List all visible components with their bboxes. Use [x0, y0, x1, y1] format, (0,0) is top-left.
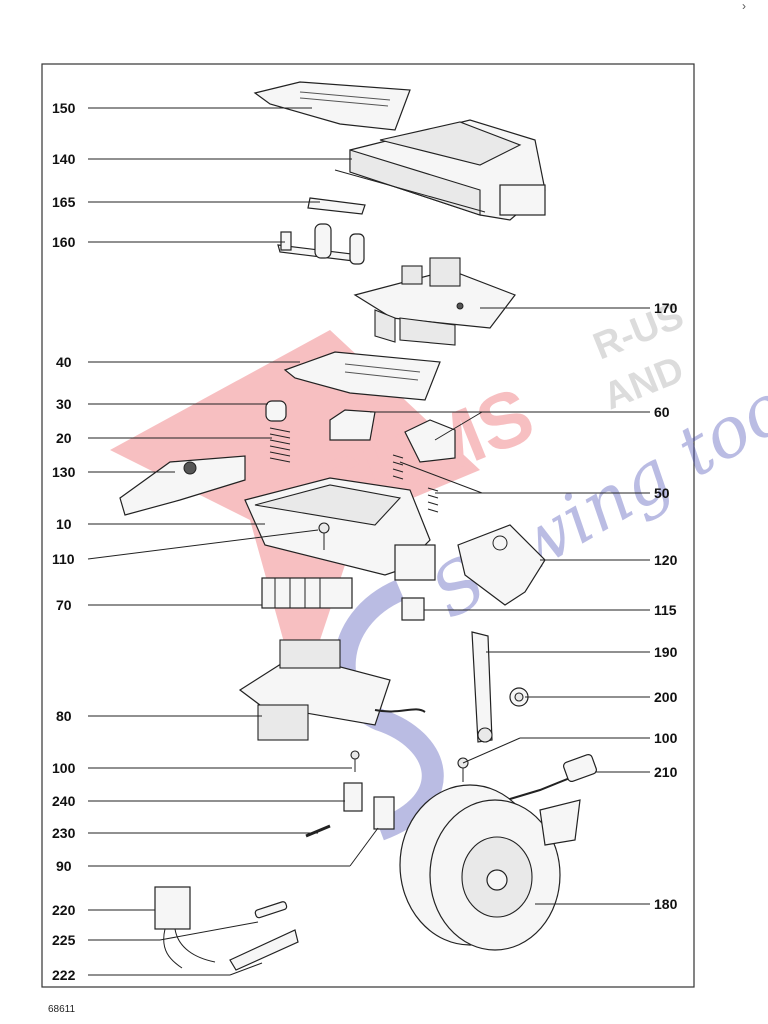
part-20-spring — [269, 427, 291, 463]
part-80-lower-board — [238, 639, 426, 741]
label-230: 230 — [52, 825, 76, 841]
label-115: 115 — [654, 602, 677, 618]
label-170: 170 — [654, 300, 678, 316]
label-20: 20 — [56, 430, 72, 446]
label-160: 160 — [52, 234, 76, 250]
label-110: 110 — [52, 551, 75, 567]
label-120: 120 — [654, 552, 678, 568]
right-label-column: 170 60 50 120 115 190 200 100 210 180 — [654, 300, 678, 912]
label-90: 90 — [56, 858, 72, 874]
part-170-circuit-board — [353, 257, 516, 346]
part-240-clip — [343, 782, 363, 812]
part-60-switch-caps — [329, 409, 456, 463]
part-30-button — [265, 400, 287, 422]
label-200: 200 — [654, 689, 678, 705]
label-30: 30 — [56, 396, 72, 412]
part-222-terminal — [229, 929, 299, 971]
part-230-pin — [305, 824, 331, 838]
label-40: 40 — [56, 354, 72, 370]
label-180: 180 — [654, 896, 678, 912]
part-120-cover — [457, 524, 546, 606]
part-225-fuse — [254, 901, 288, 919]
part-200-bushing — [509, 687, 529, 707]
label-100-right: 100 — [654, 730, 678, 746]
label-100: 100 — [52, 760, 76, 776]
label-210: 210 — [654, 764, 678, 780]
part-220-connector — [154, 886, 216, 969]
label-150: 150 — [52, 100, 76, 116]
label-10: 10 — [56, 516, 72, 532]
label-60: 60 — [654, 404, 670, 420]
part-40-front-plate — [283, 351, 441, 401]
diagram-frame — [41, 63, 695, 988]
left-label-column: 150 140 165 160 40 30 20 130 10 110 70 8… — [52, 100, 76, 983]
part-100-screws — [350, 750, 469, 782]
part-90-switch — [373, 796, 395, 830]
label-222: 222 — [52, 967, 76, 983]
label-140: 140 — [52, 151, 76, 167]
watermark-s-stroke — [333, 579, 444, 841]
diagram-number: 68611 — [48, 1004, 76, 1015]
part-70-switch-bank — [261, 577, 353, 609]
label-165: 165 — [52, 194, 76, 210]
part-50-springs — [392, 454, 439, 513]
label-80: 80 — [56, 708, 72, 724]
label-220: 220 — [52, 902, 76, 918]
label-225: 225 — [52, 932, 76, 948]
part-140-upper-housing — [334, 119, 546, 221]
corner-mark: › — [742, 0, 746, 13]
part-150-label-plate — [253, 81, 411, 131]
label-190: 190 — [654, 644, 678, 660]
part-110-screw — [318, 522, 330, 550]
part-115-switch — [401, 597, 425, 621]
label-70: 70 — [56, 597, 72, 613]
label-240: 240 — [52, 793, 76, 809]
part-130-button-cover — [119, 455, 246, 516]
part-10-main-housing — [244, 477, 436, 581]
part-165-bracket — [307, 197, 366, 215]
part-180-cable-reel — [399, 784, 581, 951]
label-130: 130 — [52, 464, 76, 480]
leader-lines — [87, 107, 650, 976]
label-50: 50 — [654, 485, 670, 501]
part-160-holder — [277, 223, 365, 265]
part-190-lever — [471, 631, 493, 743]
